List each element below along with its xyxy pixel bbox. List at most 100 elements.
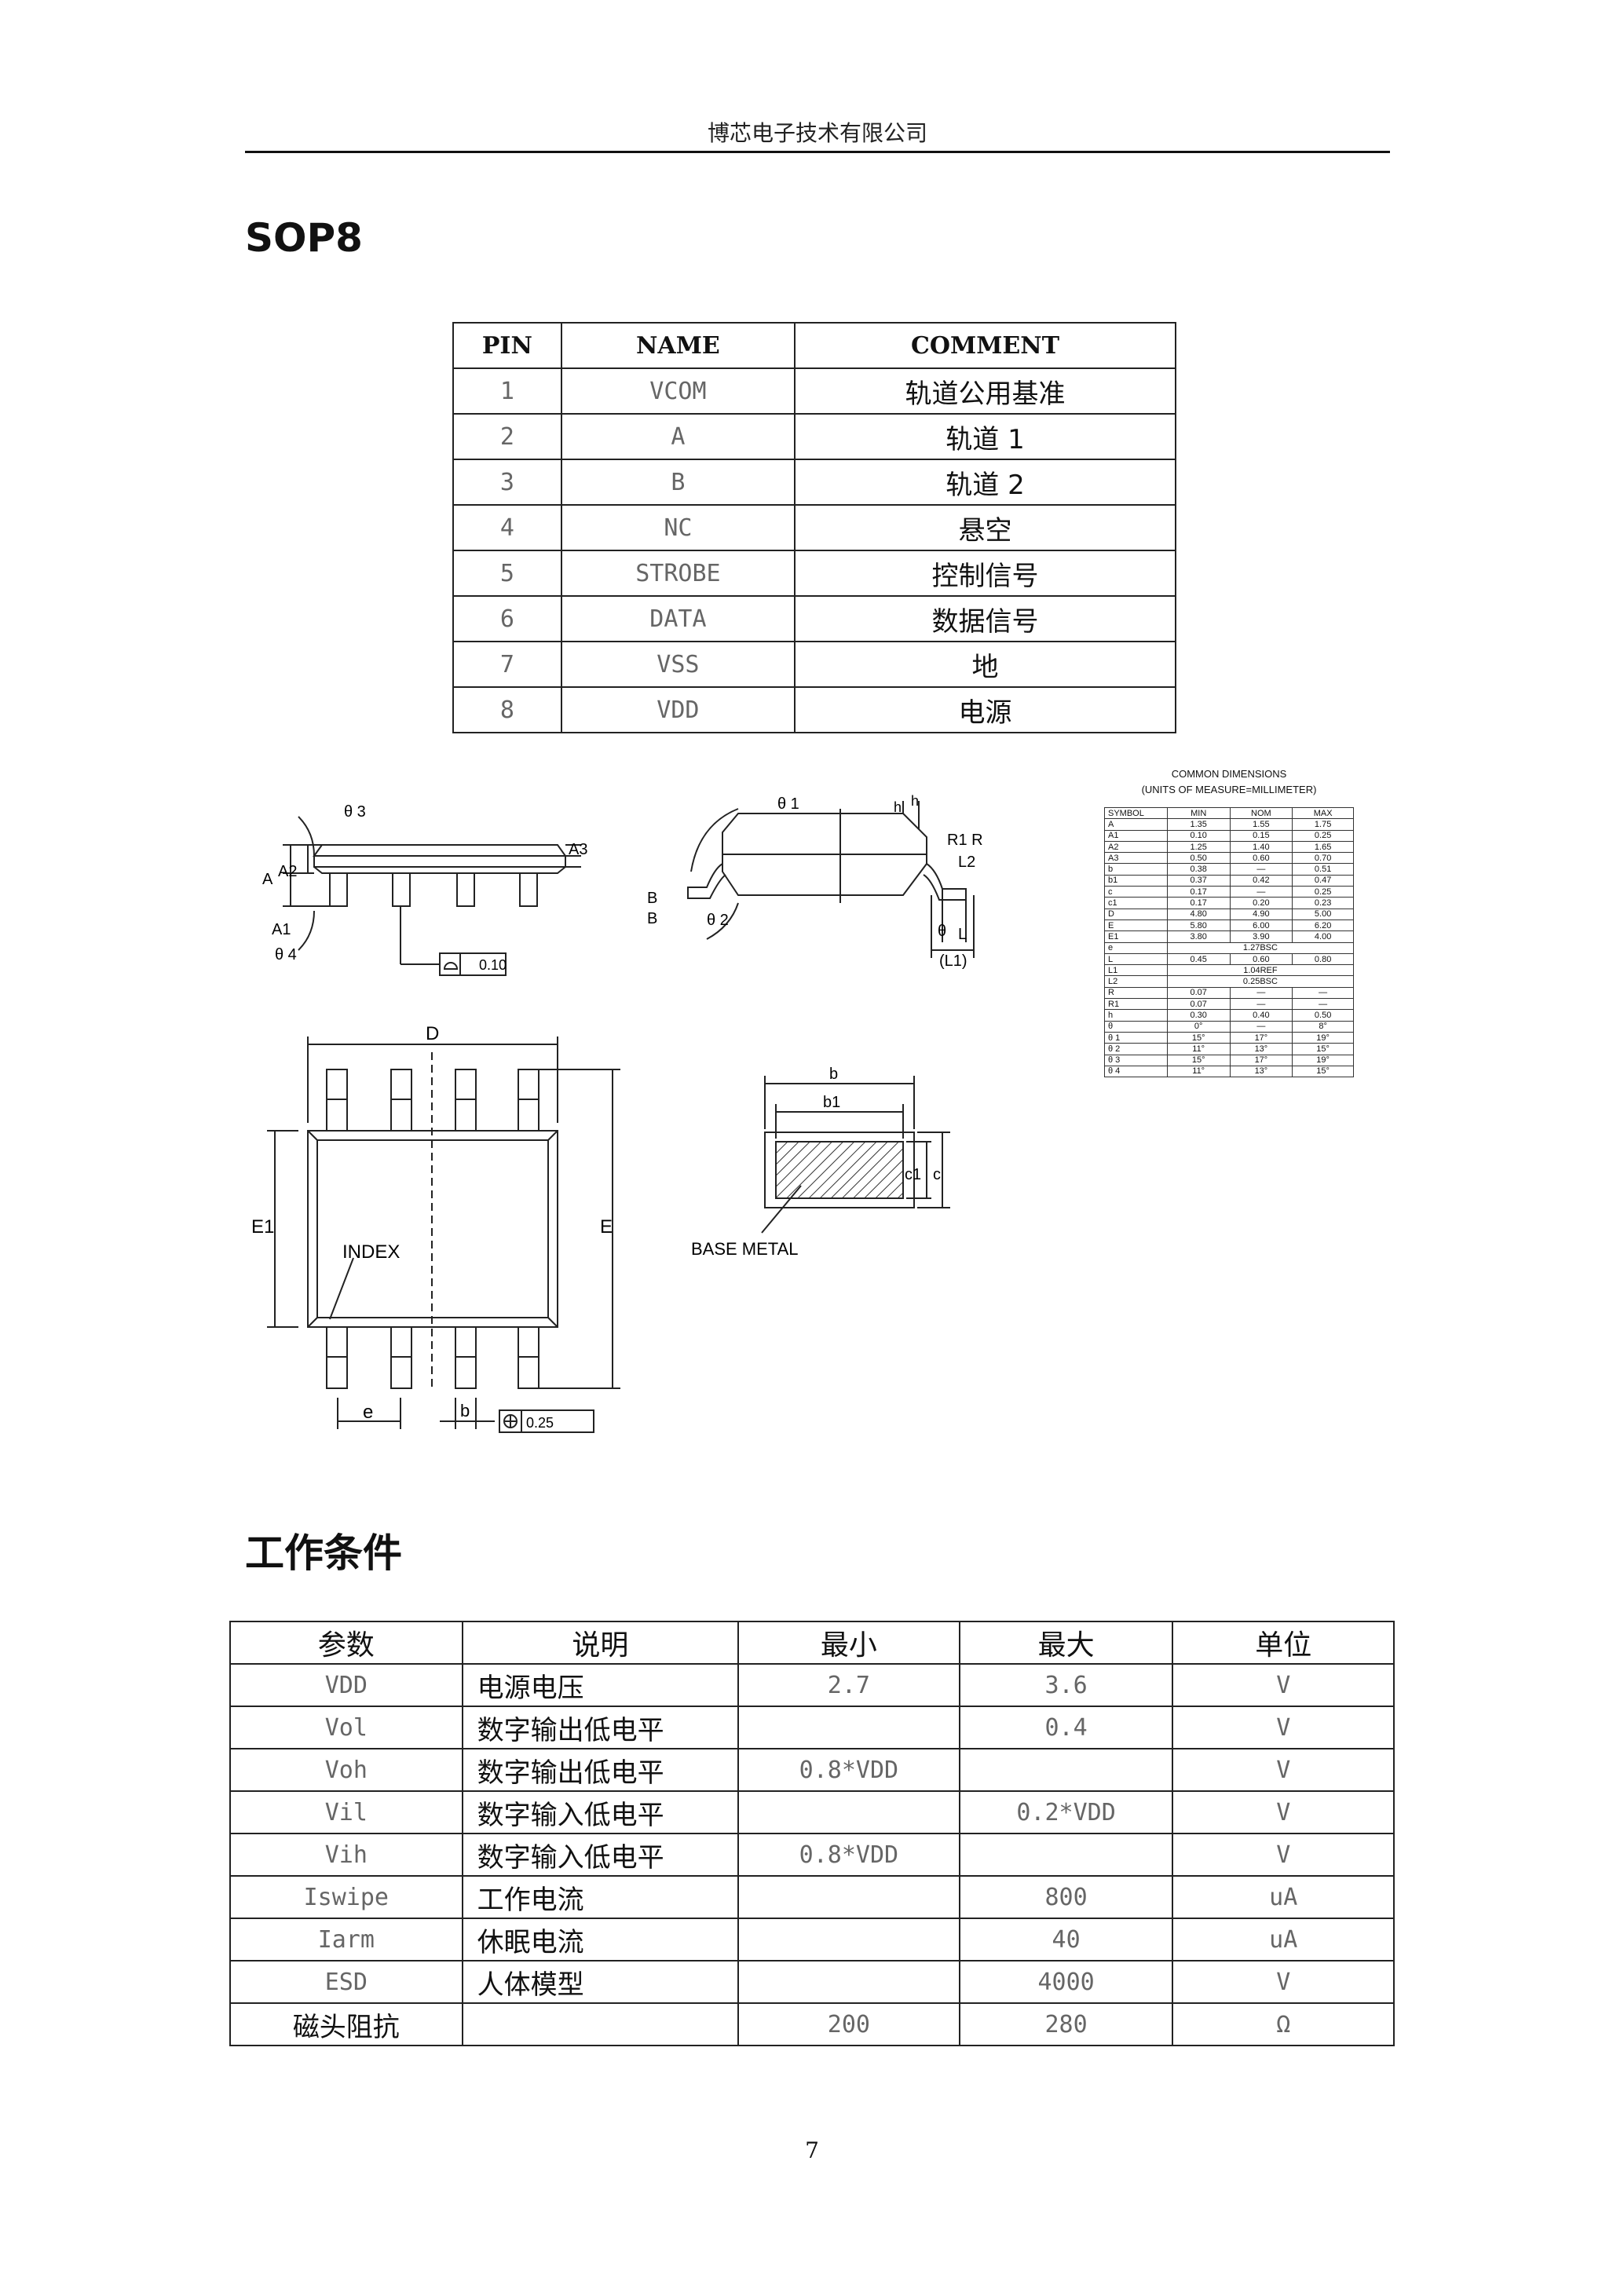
dim-nom: 0.42 bbox=[1229, 874, 1293, 887]
dim-symbol: b bbox=[1104, 863, 1168, 876]
pin-table-header: PIN NAME COMMENT bbox=[452, 322, 1176, 369]
dim-max: 0.70 bbox=[1292, 852, 1354, 865]
label-position: 0.25 bbox=[526, 1415, 554, 1431]
label-theta3: θ 3 bbox=[344, 803, 366, 821]
pin-cell-comment: 电源 bbox=[794, 686, 1176, 733]
label-B1: B bbox=[647, 890, 657, 907]
cond-cell-unit: V bbox=[1172, 1706, 1395, 1749]
label-b-section: b bbox=[829, 1066, 838, 1083]
dim-value: 0.25BSC bbox=[1166, 975, 1355, 988]
dim-nom: 3.90 bbox=[1229, 930, 1293, 943]
dim-nom: — bbox=[1229, 1020, 1293, 1033]
dim-symbol: h bbox=[1104, 1009, 1168, 1022]
cond-cell-param: VDD bbox=[229, 1663, 463, 1707]
pin-cell-name: DATA bbox=[560, 595, 796, 642]
dim-max: 19° bbox=[1292, 1031, 1354, 1044]
col-name: NAME bbox=[560, 322, 796, 369]
dim-max: 4.00 bbox=[1292, 930, 1354, 943]
dim-nom: 0.20 bbox=[1229, 897, 1293, 909]
conditions-header: 参数 说明 最小 最大 单位 bbox=[229, 1621, 1395, 1665]
dim-min: 1.25 bbox=[1166, 840, 1231, 854]
dim-min: 0.07 bbox=[1166, 986, 1231, 1000]
dim-symbol: A bbox=[1104, 818, 1168, 831]
col-comment: COMMENT bbox=[794, 322, 1176, 369]
label-E: E bbox=[600, 1216, 613, 1238]
dim-max: 0.25 bbox=[1292, 886, 1354, 898]
col-param: 参数 bbox=[229, 1621, 463, 1665]
label-A2: A2 bbox=[278, 863, 297, 880]
dim-symbol: e bbox=[1104, 941, 1168, 954]
dim-nom: 17° bbox=[1229, 1054, 1293, 1066]
dim-col-symbol: SYMBOL bbox=[1104, 806, 1168, 820]
cond-cell-desc: 数字输出低电平 bbox=[461, 1706, 740, 1749]
label-coplanarity: 0.10 bbox=[479, 957, 507, 973]
dim-symbol: θ 4 bbox=[1104, 1065, 1168, 1078]
cond-cell-min bbox=[737, 1790, 960, 1834]
dim-max: 0.47 bbox=[1292, 874, 1354, 887]
cond-cell-unit: V bbox=[1172, 1833, 1395, 1877]
pin-cell-comment: 数据信号 bbox=[794, 595, 1176, 642]
dim-min: 15° bbox=[1166, 1031, 1231, 1044]
dim-min: 0.45 bbox=[1166, 952, 1231, 966]
dim-min: 0.07 bbox=[1166, 998, 1231, 1011]
pin-cell-pin: 8 bbox=[452, 686, 562, 733]
cond-cell-param: Vil bbox=[229, 1790, 463, 1834]
pin-cell-name: VDD bbox=[560, 686, 796, 733]
cond-cell-min bbox=[737, 1875, 960, 1919]
dim-max: 8° bbox=[1292, 1020, 1354, 1033]
page-header: 博芯电子技术有限公司 bbox=[707, 120, 927, 146]
pin-cell-name: NC bbox=[560, 504, 796, 551]
dim-nom: — bbox=[1229, 863, 1293, 876]
col-desc: 说明 bbox=[461, 1621, 740, 1665]
pin-cell-comment: 地 bbox=[794, 641, 1176, 688]
dim-min: 0° bbox=[1166, 1020, 1231, 1033]
dim-max: 15° bbox=[1292, 1043, 1354, 1055]
dim-nom: 1.55 bbox=[1229, 818, 1293, 831]
cond-cell-param: Vih bbox=[229, 1833, 463, 1877]
pin-cell-pin: 4 bbox=[452, 504, 562, 551]
page-number: 7 bbox=[805, 2137, 819, 2163]
dim-symbol: c bbox=[1104, 886, 1168, 898]
pin-cell-comment: 控制信号 bbox=[794, 550, 1176, 597]
cond-cell-max: 40 bbox=[958, 1918, 1174, 1961]
cond-cell-min: 200 bbox=[737, 2002, 960, 2046]
label-theta: θ bbox=[938, 923, 946, 940]
dim-max: 5.00 bbox=[1292, 908, 1354, 920]
cond-cell-param: Iarm bbox=[229, 1918, 463, 1961]
dim-min: 0.10 bbox=[1166, 829, 1231, 842]
dim-nom: 1.40 bbox=[1229, 840, 1293, 854]
cond-cell-desc: 休眠电流 bbox=[461, 1918, 740, 1961]
label-b: b bbox=[460, 1401, 470, 1420]
dim-max: 0.50 bbox=[1292, 1009, 1354, 1022]
cond-cell-desc: 电源电压 bbox=[461, 1663, 740, 1707]
cond-cell-param: Voh bbox=[229, 1748, 463, 1792]
dim-symbol: E1 bbox=[1104, 930, 1168, 943]
dim-symbol: θ bbox=[1104, 1020, 1168, 1033]
dim-nom: 0.60 bbox=[1229, 852, 1293, 865]
package-title: SOP8 bbox=[245, 215, 363, 261]
cond-cell-desc: 数字输出低电平 bbox=[461, 1748, 740, 1792]
dim-symbol: θ 2 bbox=[1104, 1043, 1168, 1055]
dim-symbol: L2 bbox=[1104, 975, 1168, 988]
pin-cell-comment: 悬空 bbox=[794, 504, 1176, 551]
dim-nom: — bbox=[1229, 998, 1293, 1011]
cond-cell-param: Iswipe bbox=[229, 1875, 463, 1919]
label-R1R: R1 R bbox=[947, 832, 983, 849]
dim-min: 4.80 bbox=[1166, 908, 1231, 920]
